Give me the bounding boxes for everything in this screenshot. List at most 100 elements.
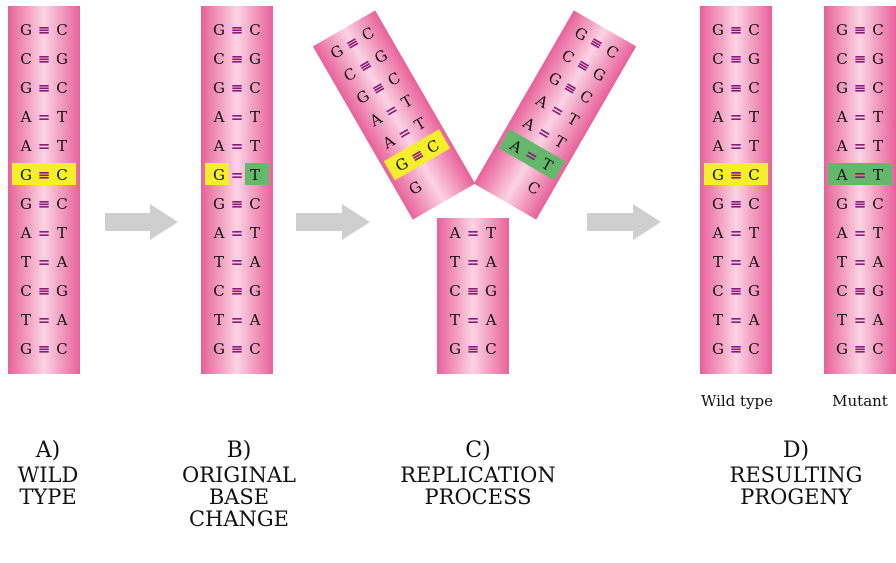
bond: ≡: [730, 340, 743, 358]
base-left: G: [836, 79, 848, 97]
base-left: A: [213, 224, 225, 242]
panel-b-pair-10: C≡G: [213, 282, 261, 300]
panel-d-mutant-pair-1: G≡C: [836, 21, 884, 39]
base-right: G: [56, 50, 68, 68]
base-left: A: [712, 224, 724, 242]
base-right: T: [873, 166, 883, 184]
bond: ≡: [854, 340, 867, 358]
highlight-yellow: [12, 163, 76, 185]
base-right: T: [749, 224, 759, 242]
bond: ≡: [730, 79, 743, 97]
base-left: G: [20, 79, 32, 97]
strand-c-left-arm: [312, 10, 476, 220]
base-right: C: [872, 195, 883, 213]
base-left: T: [214, 253, 224, 271]
base-right: T: [250, 224, 260, 242]
base-left: A: [449, 224, 461, 242]
caption-c-line-2: PROCESS: [424, 485, 532, 509]
base-left: A: [213, 137, 225, 155]
panel-a-pair-3: G≡C: [20, 79, 68, 97]
caption-c: C) REPLICATION PROCESS: [380, 438, 576, 508]
base-right: T: [250, 166, 260, 184]
bond: ≡: [467, 282, 480, 300]
highlight-yellow: [704, 163, 768, 185]
base-left: G: [712, 21, 724, 39]
base-left: T: [837, 311, 847, 329]
bond: =: [467, 224, 480, 242]
base-right: T: [873, 137, 883, 155]
bond: =: [854, 253, 867, 271]
caption-c-letter: C): [465, 438, 491, 463]
panel-a-pair-10: C≡G: [20, 282, 68, 300]
panel-d-wild-pair-2: C≡G: [712, 50, 760, 68]
base-left: A: [836, 166, 848, 184]
base-right: T: [57, 137, 67, 155]
panel-a-pair-8: A=T: [20, 224, 67, 242]
base-left: A: [836, 108, 848, 126]
panel-b-pair-5: A=T: [213, 137, 260, 155]
base-left: C: [213, 50, 224, 68]
panel-b-pair-9: T=A: [214, 253, 261, 271]
caption-d: D) RESULTING PROGENY: [708, 438, 884, 508]
panel-a-pair-2: C≡G: [20, 50, 68, 68]
base-left: T: [214, 311, 224, 329]
base-left: T: [21, 311, 31, 329]
bond: =: [231, 137, 244, 155]
panel-c-right-arm-pair-6: A=T: [498, 129, 566, 181]
base-right: G: [56, 282, 68, 300]
bond: =: [231, 253, 244, 271]
bond: =: [730, 137, 743, 155]
base-left: C: [712, 50, 723, 68]
base-left: A: [20, 224, 32, 242]
base-right: C: [748, 166, 759, 184]
panel-a-pair-11: T=A: [21, 311, 68, 329]
panel-d-mutant-pair-2: C≡G: [836, 50, 884, 68]
caption-c-line-1: REPLICATION: [400, 463, 556, 487]
base-left: G: [20, 340, 32, 358]
bond: ≡: [38, 340, 51, 358]
base-right: G: [872, 282, 884, 300]
base-left: C: [213, 282, 224, 300]
panel-d-mutant-pair-12: G≡C: [836, 340, 884, 358]
base-left: G: [712, 79, 724, 97]
base-right: G: [872, 50, 884, 68]
base-right: T: [749, 137, 759, 155]
panel-b-pair-3: G≡C: [213, 79, 261, 97]
panel-d-wild-pair-6: G≡C: [704, 163, 768, 185]
base-left: C: [712, 282, 723, 300]
panel-b-pair-11: T=A: [214, 311, 261, 329]
base-right: C: [56, 166, 67, 184]
base-left: G: [20, 21, 32, 39]
bond: =: [730, 311, 743, 329]
arrow-b-c: [296, 204, 370, 240]
base-right: C: [748, 79, 759, 97]
base-left: G: [712, 195, 724, 213]
panel-c-stem-pair-4: T=A: [450, 311, 497, 329]
base-right: A: [872, 253, 884, 271]
panel-d-mutant-pair-5: A=T: [836, 137, 883, 155]
strand-d-mutant: [824, 6, 896, 374]
strand-b: [201, 6, 273, 374]
panel-a-pair-5: A=T: [20, 137, 67, 155]
base-right: C: [56, 340, 67, 358]
caption-b-line-3: CHANGE: [188, 507, 290, 531]
strand-c-right-arm: [473, 10, 637, 220]
base-right: C: [56, 21, 67, 39]
bond: ≡: [730, 50, 743, 68]
panel-a-pair-1: G≡C: [20, 21, 68, 39]
panel-d-mutant-pair-7: G≡C: [836, 195, 884, 213]
base-right: C: [748, 340, 759, 358]
base-right: C: [249, 21, 260, 39]
base-left: A: [712, 137, 724, 155]
arrow-a-b: [105, 204, 178, 240]
wild-type-label: Wild type: [701, 392, 773, 410]
bond: =: [854, 166, 867, 184]
caption-b-line-2: BASE: [208, 485, 270, 509]
mutant-label: Mutant: [832, 392, 888, 410]
base-right: G: [748, 282, 760, 300]
panel-b-pair-8: A=T: [213, 224, 260, 242]
base-right: C: [249, 340, 260, 358]
base-left: G: [213, 166, 225, 184]
base-left: A: [836, 137, 848, 155]
